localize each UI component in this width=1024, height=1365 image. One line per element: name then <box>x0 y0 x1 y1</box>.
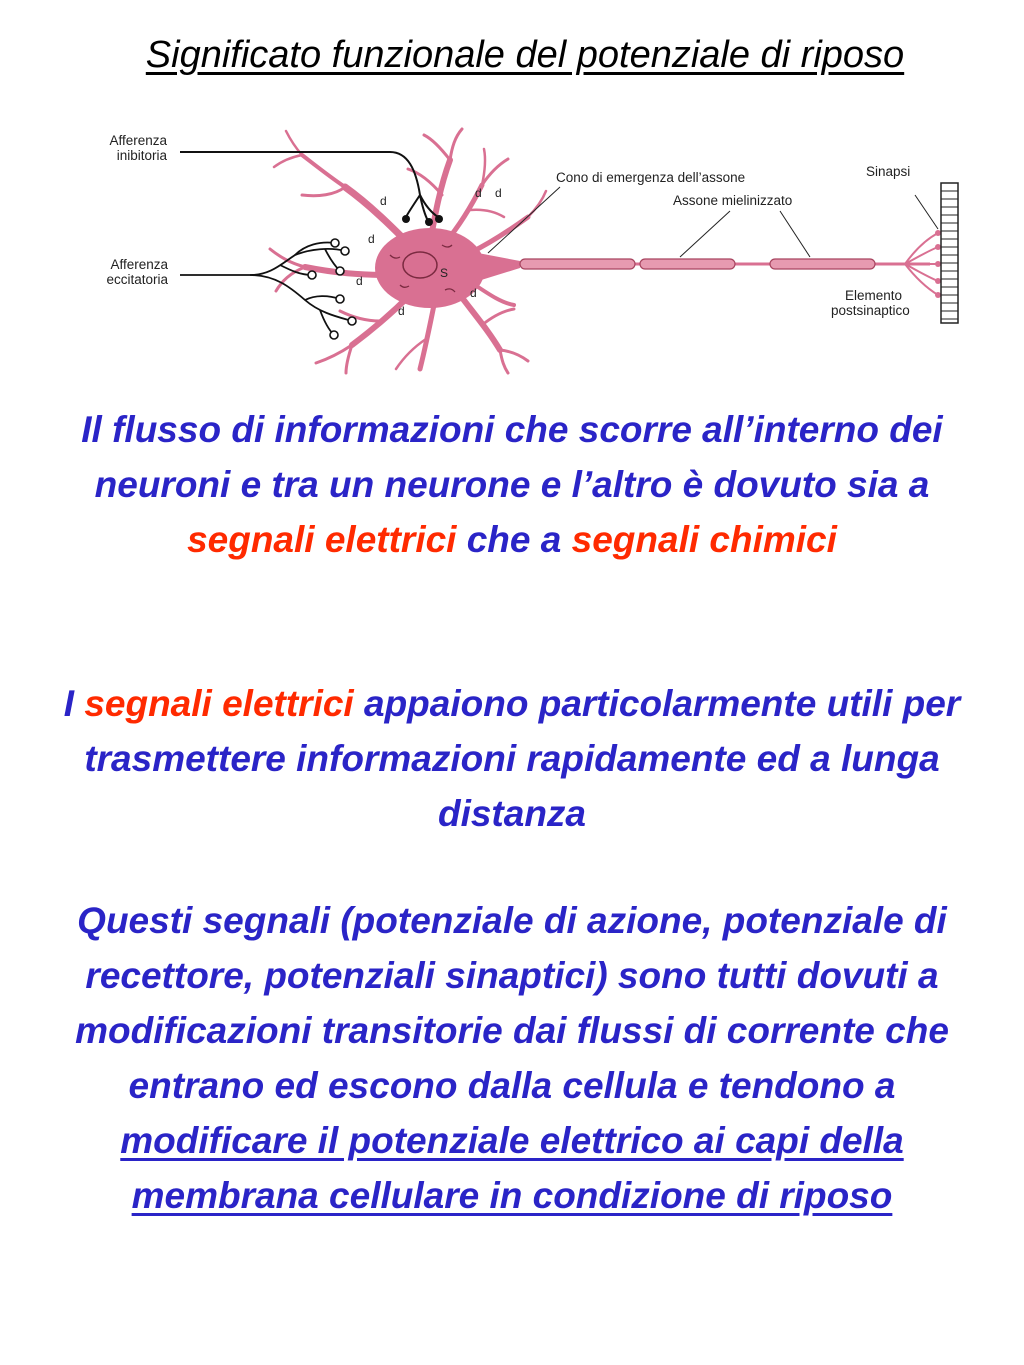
label-excitatory-2: eccitatoria <box>106 272 168 287</box>
axon-terminals <box>904 232 939 296</box>
soma <box>375 228 485 308</box>
label-postsynaptic-2: postsinaptico <box>831 303 910 318</box>
underlined-conclusion: modificare il potenziale elettrico ai ca… <box>120 1120 904 1216</box>
neuron-diagram: Afferenza inibitoria Afferenza eccitator… <box>106 127 959 375</box>
postsynaptic-element <box>940 182 959 324</box>
svg-text:d: d <box>475 186 482 200</box>
svg-text:d: d <box>398 304 405 318</box>
label-axon-hillock: Cono di emergenza dell’assone <box>556 170 745 185</box>
paragraph-electrical-signals: I segnali elettrici appaiono particolarm… <box>63 683 961 834</box>
label-postsynaptic-1: Elemento <box>845 288 902 303</box>
label-inhibitory-2: inibitoria <box>117 148 168 163</box>
label-excitatory-1: Afferenza <box>110 257 168 272</box>
page-title: Significato funzionale del potenziale di… <box>145 34 905 76</box>
label-myelinated-axon: Assone mielinizzato <box>673 193 792 208</box>
svg-text:d: d <box>356 274 363 288</box>
highlight-segnali-chimici: segnali chimici <box>571 519 837 560</box>
dendrite-labels: d d d d d d d <box>356 186 502 318</box>
highlight-segnali-elettrici-2: segnali elettrici <box>84 683 354 724</box>
label-synapse: Sinapsi <box>866 164 910 179</box>
paragraph-signal-types: Questi segnali (potenziale di azione, po… <box>75 900 949 1216</box>
paragraph-information-flow: Il flusso di informazioni che scorre all… <box>81 409 943 560</box>
svg-text:d: d <box>368 232 375 246</box>
excitatory-afferent <box>180 241 353 336</box>
axon-hillock <box>478 253 520 281</box>
nucleus <box>402 251 438 279</box>
myelin-segments <box>519 258 876 270</box>
label-inhibitory-1: Afferenza <box>109 133 167 148</box>
soma-label: S <box>440 266 448 280</box>
highlight-segnali-elettrici: segnali elettrici <box>187 519 457 560</box>
svg-text:d: d <box>380 194 387 208</box>
svg-text:d: d <box>495 186 502 200</box>
svg-text:d: d <box>470 286 477 300</box>
